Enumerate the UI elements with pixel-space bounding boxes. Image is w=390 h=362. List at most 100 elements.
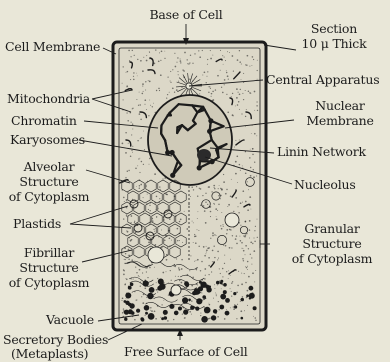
granule-dot <box>154 173 156 175</box>
granule-dot <box>158 88 160 90</box>
granule-dot <box>128 249 130 251</box>
granule-dot <box>245 90 246 91</box>
granule-dot <box>225 193 227 195</box>
granule-dot <box>136 272 137 273</box>
granule-dot <box>149 210 150 211</box>
granule-dot <box>212 91 214 93</box>
granule-dot <box>233 211 234 212</box>
granule-dot <box>131 122 132 123</box>
granule-dot <box>199 93 200 94</box>
granule-dot <box>236 243 238 245</box>
granule-dot <box>226 70 227 71</box>
granule-dot <box>167 76 168 77</box>
granule-dot <box>221 87 222 88</box>
granule-dot <box>138 105 139 106</box>
secretory-body <box>145 312 148 315</box>
granule-dot <box>191 83 192 84</box>
granule-dot <box>247 266 248 267</box>
granule-dot <box>212 250 214 252</box>
granule-dot <box>215 208 217 210</box>
granule-dot <box>249 196 251 198</box>
granule-dot <box>214 257 215 258</box>
secretory-body <box>188 299 191 302</box>
chromatin-strand <box>192 105 203 107</box>
granule-dot <box>205 201 206 202</box>
granule-dot <box>231 295 232 296</box>
granule-dot <box>239 109 240 110</box>
granule-dot <box>247 181 248 182</box>
granule-dot <box>213 99 215 101</box>
granule-dot <box>242 93 243 94</box>
granule-dot <box>209 186 211 188</box>
granule-dot <box>187 63 188 64</box>
section-label-line1: Section <box>286 22 382 36</box>
granule-dot <box>224 255 225 256</box>
granule-dot <box>166 259 168 261</box>
granule-dot <box>207 71 208 72</box>
granule-dot <box>144 104 145 105</box>
granule-dot <box>197 211 198 212</box>
granule-dot <box>148 242 150 244</box>
granule-dot <box>181 282 183 284</box>
granule-dot <box>218 204 219 205</box>
granule-dot <box>243 73 244 74</box>
granule-dot <box>233 308 235 310</box>
granule-dot <box>241 273 242 274</box>
granule-dot <box>245 221 247 223</box>
secretory-bodies-label-line1: Secretory Bodies <box>3 333 108 347</box>
granule-dot <box>155 49 156 50</box>
granule-dot <box>203 246 205 248</box>
granule-dot <box>235 238 237 240</box>
granule-dot <box>239 61 241 63</box>
granule-dot <box>220 195 221 196</box>
granule-dot <box>149 224 150 225</box>
granule-dot <box>176 62 177 63</box>
granule-dot <box>140 119 141 120</box>
granule-dot <box>132 50 133 51</box>
granule-dot <box>187 91 188 92</box>
granule-dot <box>204 268 206 270</box>
granule-dot <box>252 148 254 150</box>
granule-dot <box>224 84 225 85</box>
granule-dot <box>125 259 126 260</box>
granule-dot <box>142 272 143 273</box>
granule-dot <box>189 79 190 80</box>
granule-dot <box>152 220 153 221</box>
secretory-body <box>149 315 153 319</box>
secretory-body <box>158 279 164 285</box>
granule-dot <box>238 92 239 93</box>
granule-dot <box>249 157 251 159</box>
granule-dot <box>143 91 144 92</box>
granule-dot <box>237 59 239 61</box>
granule-dot <box>233 227 234 228</box>
granule-dot <box>168 321 169 322</box>
secretory-body <box>196 298 202 304</box>
granule-dot <box>244 236 246 238</box>
granule-dot <box>131 134 132 135</box>
granule-dot <box>240 202 242 204</box>
granule-dot <box>170 71 171 72</box>
granule-dot <box>229 229 231 231</box>
secretory-body <box>225 298 230 303</box>
granule-dot <box>178 276 179 277</box>
granule-dot <box>197 218 198 219</box>
vacuole-1 <box>225 213 239 227</box>
granule-dot <box>186 228 188 230</box>
granule-dot <box>207 204 208 205</box>
granule-dot <box>133 72 134 73</box>
granule-dot <box>134 55 135 56</box>
granule-dot <box>148 115 149 116</box>
granule-dot <box>193 242 194 243</box>
granule-dot <box>132 129 133 130</box>
granule-dot <box>217 316 219 318</box>
granule-dot <box>234 304 235 305</box>
granule-dot <box>146 268 147 269</box>
granule-dot <box>214 188 215 189</box>
central-apparatus-label: Central Apparatus <box>266 73 379 87</box>
granule-dot <box>218 188 219 189</box>
granule-dot <box>204 210 206 212</box>
granule-dot <box>134 319 136 321</box>
granule-dot <box>246 109 247 110</box>
granule-dot <box>178 267 180 269</box>
granule-dot <box>162 178 163 179</box>
